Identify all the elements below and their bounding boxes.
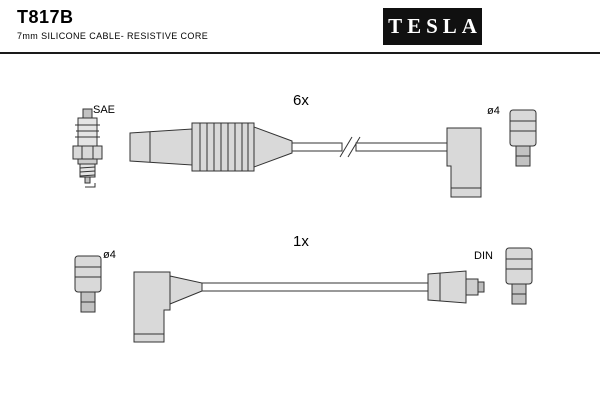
elbow-boot [446, 127, 482, 198]
cable-wire [201, 282, 429, 292]
cable-assembly-bottom [133, 270, 485, 343]
cable-wire [291, 142, 343, 152]
sae-label: SAE [93, 104, 116, 116]
cable-spec-subtitle: 7mm SILICONE CABLE- RESISTIVE CORE [17, 31, 209, 41]
header-divider [0, 52, 600, 54]
break-mark [339, 136, 353, 158]
part-number: T817B [17, 7, 74, 27]
cone [169, 275, 203, 305]
terminal-din-icon-bottom [505, 247, 533, 305]
cable-assembly-top [129, 122, 482, 198]
diameter-label-top: ø4 [487, 105, 500, 117]
terminal-4mm-icon-top [509, 109, 537, 167]
spark-plug-icon [72, 108, 103, 188]
break-mark [347, 136, 361, 158]
diameter-label-bottom: ø4 [103, 249, 116, 261]
tesla-logo-text: TESLA [388, 14, 482, 38]
din-tip [465, 278, 479, 296]
terminal-4mm-icon-bottom [74, 255, 102, 313]
accordion-ribs [191, 122, 255, 172]
quantity-label-bottom: 1x [293, 233, 309, 250]
straight-boot [427, 270, 467, 304]
cable-wire [355, 142, 448, 152]
cone [253, 126, 293, 168]
quantity-label-top: 6x [293, 92, 309, 109]
straight-boot [129, 128, 193, 166]
din-label: DIN [474, 250, 493, 262]
tesla-logo: TESLA [383, 8, 482, 45]
elbow-boot [133, 271, 171, 343]
